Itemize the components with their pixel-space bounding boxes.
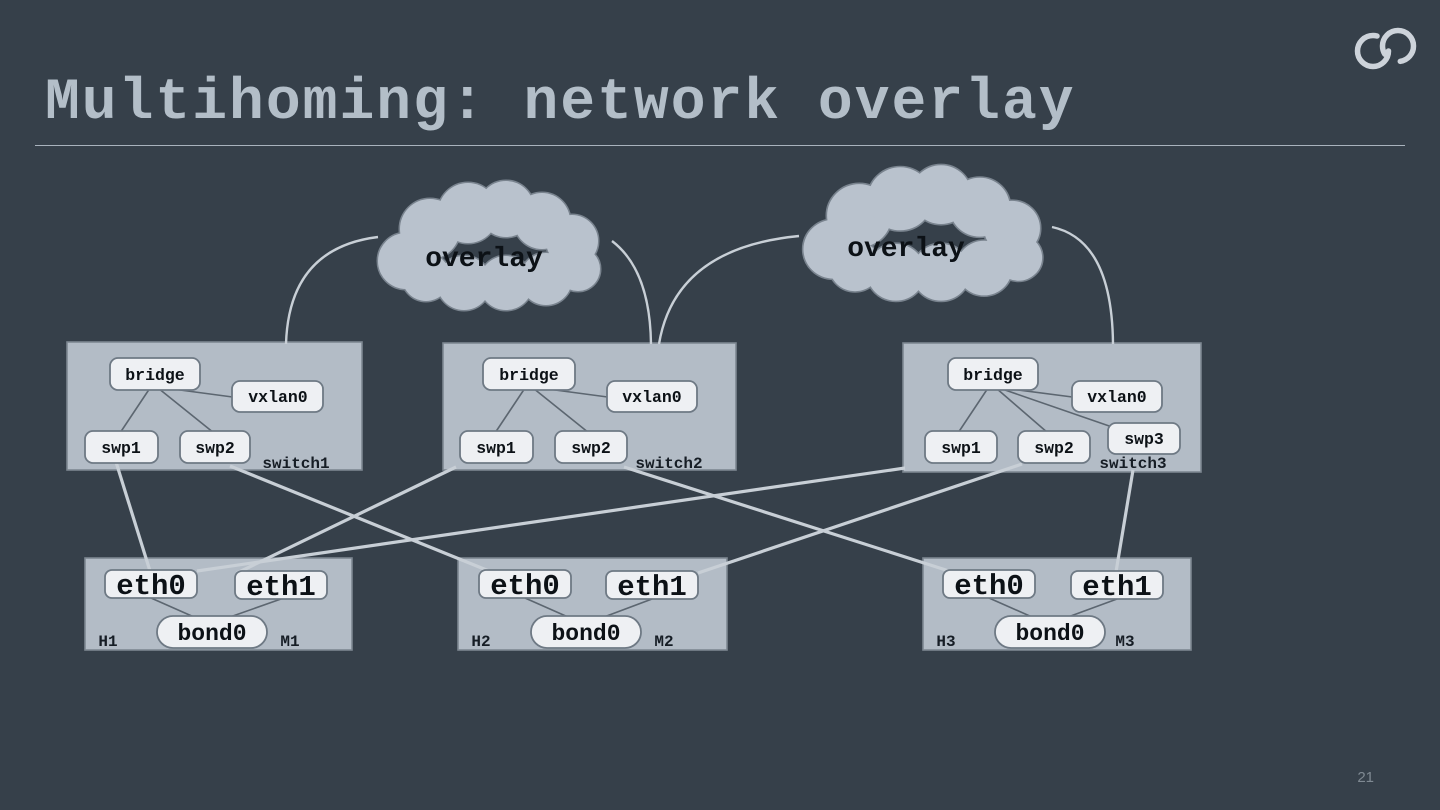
host1-eth1-label: eth1 — [246, 571, 316, 604]
switch1-swp2-node — [179, 430, 251, 464]
logo-left-ring — [1354, 32, 1392, 70]
switch2-swp2-label: swp2 — [571, 439, 611, 458]
title-divider — [35, 145, 1405, 146]
switch1-label: switch1 — [262, 455, 329, 473]
link-switch1-swp2-h2-eth0 — [229, 464, 490, 573]
switch1-group: bridge vxlan0 swp1 swp2 switch1 — [84, 357, 330, 473]
host2-eth1-node — [605, 570, 699, 600]
switch1-bridge-node — [109, 357, 201, 391]
switch1-bridge-label: bridge — [125, 366, 185, 385]
host1-eth0-label: eth0 — [116, 570, 186, 603]
switch2-bridge-node — [482, 357, 576, 391]
host2-bond0-label: bond0 — [551, 621, 620, 647]
host1-group: eth0 eth1 bond0 H1 M1 — [98, 569, 328, 651]
host3-label-right: M3 — [1115, 633, 1134, 651]
switch1-swp1-label: swp1 — [101, 439, 141, 458]
switch3-group: bridge vxlan0 swp1 swp2 swp3 switch3 — [924, 357, 1181, 473]
link-switch3-swp3-h3-eth1 — [1114, 469, 1135, 573]
cloud1-label: overlay — [425, 244, 543, 275]
switch3-label: switch3 — [1099, 455, 1166, 473]
host-links — [114, 461, 1135, 575]
link-switch3-swp1-h1-eth0 — [196, 466, 906, 573]
link-cloud2-switch2 — [657, 234, 800, 345]
host2-bond0-node — [530, 615, 642, 649]
host3-bond0-label: bond0 — [1015, 621, 1084, 647]
switch2-swp2-node — [554, 430, 628, 464]
overlay-links — [284, 225, 1115, 345]
switch3-vxlan0-label: vxlan0 — [1087, 388, 1146, 407]
switch3-bridge-label: bridge — [963, 366, 1023, 385]
host2-label-right: M2 — [654, 633, 673, 651]
switch2-vxlan0-label: vxlan0 — [622, 388, 681, 407]
host1-bond0-label: bond0 — [177, 621, 246, 647]
host3-eth0-label: eth0 — [954, 570, 1024, 603]
host2-group: eth0 eth1 bond0 H2 M2 — [471, 569, 699, 651]
cloud2-label: overlay — [847, 234, 965, 265]
host1-bond-links — [150, 597, 282, 618]
switch3-vxlan0-node — [1071, 380, 1163, 413]
logo-right-ring — [1379, 27, 1417, 65]
host1-eth0-node — [104, 569, 198, 599]
switch3-swp3-label: swp3 — [1124, 430, 1164, 449]
host1-bond0-node — [156, 615, 268, 649]
switch3-swp2-label: swp2 — [1034, 439, 1074, 458]
slide-title: Multihoming: network overlay — [45, 71, 1076, 136]
page-number: 21 — [1357, 769, 1374, 786]
switch1-vxlan0-label: vxlan0 — [248, 388, 307, 407]
link-cloud1-switch2 — [611, 240, 653, 345]
switch3-swp1-node — [924, 430, 998, 464]
host3-group: eth0 eth1 bond0 H3 M3 — [936, 569, 1164, 651]
switch2-bridge-label: bridge — [499, 366, 559, 385]
host2-eth1-label: eth1 — [617, 571, 687, 604]
link-cloud2-switch3 — [1051, 225, 1115, 345]
switch2-label: switch2 — [635, 455, 702, 473]
host2-eth0-label: eth0 — [490, 570, 560, 603]
switch1-vxlan0-node — [231, 380, 324, 413]
link-switch2-swp1-h1-eth1 — [236, 465, 457, 575]
switch2-group: bridge vxlan0 swp1 swp2 switch2 — [459, 357, 703, 473]
switch3-swp1-label: swp1 — [941, 439, 981, 458]
overlay-cloud-1: overlay — [378, 181, 600, 310]
link-switch3-swp2-h2-eth1 — [697, 462, 1023, 575]
link-switch1-swp1-h1-eth0 — [114, 461, 152, 572]
host2-bond-links — [524, 597, 653, 618]
switch2-swp1-label: swp1 — [476, 439, 516, 458]
switch1-swp1-node — [84, 430, 159, 464]
switch3-bridge-links — [957, 387, 1116, 434]
switch2-swp1-node — [459, 430, 534, 464]
host1-label-right: M1 — [280, 633, 299, 651]
host2-eth0-node — [478, 569, 572, 599]
switch3-swp2-node — [1017, 430, 1091, 464]
host3-eth1-label: eth1 — [1082, 571, 1152, 604]
host3-eth0-node — [942, 569, 1036, 599]
host2-label-left: H2 — [471, 633, 490, 651]
host1-label-left: H1 — [98, 633, 117, 651]
host3-eth1-node — [1070, 570, 1164, 600]
host3-bond0-node — [994, 615, 1106, 649]
overlay-cloud-2: overlay — [803, 165, 1042, 300]
host3-label-left: H3 — [936, 633, 955, 651]
host1-eth1-node — [234, 570, 328, 600]
switch2-vxlan0-node — [606, 380, 698, 413]
switch3-swp3-node — [1107, 422, 1181, 455]
interlocking-rings-logo-icon — [1354, 27, 1417, 70]
switch3-bridge-node — [947, 357, 1039, 391]
host3-bond-links — [988, 597, 1118, 618]
link-switch2-swp2-h3-eth0 — [623, 465, 950, 573]
switch1-swp2-label: swp2 — [195, 439, 235, 458]
link-cloud1-switch1 — [284, 235, 379, 345]
